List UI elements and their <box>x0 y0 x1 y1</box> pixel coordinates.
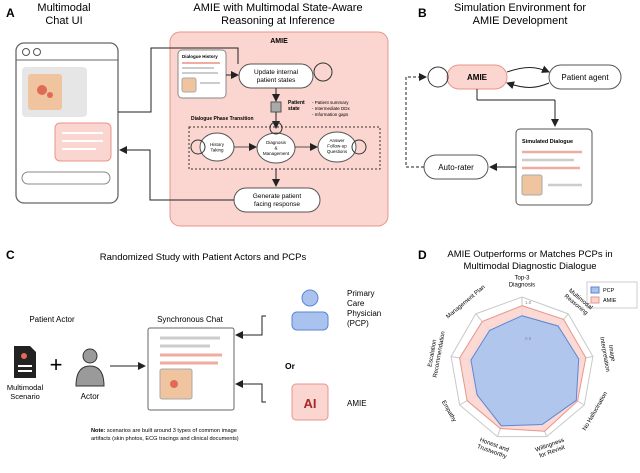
plus-sign: + <box>50 352 63 377</box>
radar-axis-label: Empathy <box>440 400 457 424</box>
ai-icon <box>291 383 329 421</box>
amie-box-label: AMIE <box>270 38 288 45</box>
b-amie-label: AMIE <box>467 73 488 82</box>
scenario-document-icon <box>14 346 36 378</box>
phase-transition-box <box>188 126 381 170</box>
ui-to-amie-arrow <box>118 47 239 113</box>
actor-person-icon <box>75 348 105 387</box>
radar-axis-label: EscalationRecommendation <box>426 330 447 379</box>
amie-to-chat-arrow <box>235 380 266 403</box>
agent-to-amie-arrow <box>506 81 550 90</box>
c-amie-label: AMIE <box>347 399 367 408</box>
pcp-to-chat-arrow <box>235 315 266 339</box>
simulated-dialogue-card: Simulated Dialogue <box>515 128 593 206</box>
radar-grid-ring <box>450 296 594 438</box>
radar-tick-label: 1.0 <box>525 300 532 305</box>
pcp-person-icon <box>291 289 329 331</box>
chat-input-field <box>21 171 111 185</box>
dialogue-history-card: Dialogue History <box>177 49 227 99</box>
sync-chat-window <box>147 327 235 411</box>
patient-state-items: - Patient summary- Intermediate DDx- Inf… <box>312 100 351 117</box>
patient-state-item: - Patient summary <box>312 100 349 105</box>
phase-transition-label: Dialogue Phase Transition <box>191 116 254 122</box>
patient-state-node <box>270 101 282 113</box>
radar-axis-label: Management Plan <box>445 284 486 320</box>
actor-label: Actor <box>81 392 100 401</box>
b-amie-loop <box>427 66 449 88</box>
phase-followup <box>317 131 367 163</box>
update-loop <box>313 62 333 82</box>
radar-legend: PCP AMIE <box>586 281 638 309</box>
legend-amie: AMIE <box>603 298 617 304</box>
patient-agent-label: Patient agent <box>561 73 609 82</box>
panel-a-letter: A <box>6 6 15 20</box>
ai-icon-text: AI <box>304 396 317 411</box>
simulated-dialogue-label: Simulated Dialogue <box>522 139 573 145</box>
response-to-ui-arrow <box>119 146 234 201</box>
radar-axis-label: Honest andTrustworthy <box>476 437 510 460</box>
update-states-node <box>238 63 314 89</box>
panel-b-letter: B <box>418 6 427 20</box>
panel-c-title: Randomized Study with Patient Actors and… <box>100 252 307 263</box>
phase-label-diagnosis: Diagnosis&Management <box>263 140 290 156</box>
phase-diagnosis <box>256 121 296 164</box>
dialogue-history-label: Dialogue History <box>182 54 218 59</box>
or-label: Or <box>285 361 296 371</box>
patient-state-item: - Intermediate DDx <box>312 106 351 111</box>
radar-axis-label: Willingnessfor Revisit <box>535 438 568 461</box>
series-pcp-area <box>470 315 580 427</box>
rater-feedback-arrow <box>405 73 427 168</box>
generate-response-node <box>233 187 321 213</box>
note-text: Note: scenarios are built around 3 types… <box>91 428 239 442</box>
auto-rater-label: Auto-rater <box>438 163 474 172</box>
legend-pcp: PCP <box>603 288 615 294</box>
panel-d-letter: D <box>418 248 427 262</box>
amie-to-agent-arrow <box>506 65 550 73</box>
chat-ui-window <box>15 42 119 204</box>
radar-axis-label: ImageInterpretation <box>598 335 617 372</box>
sync-chat-heading: Synchronous Chat <box>157 315 224 324</box>
patient-state-item: - Information gaps <box>312 112 349 117</box>
panel-c-letter: C <box>6 248 15 262</box>
radar-tick-label: 0.5 <box>525 336 532 341</box>
phase-history-taking <box>190 132 235 162</box>
patient-actor-heading: Patient Actor <box>29 315 75 324</box>
patient-agent-node <box>548 64 622 90</box>
